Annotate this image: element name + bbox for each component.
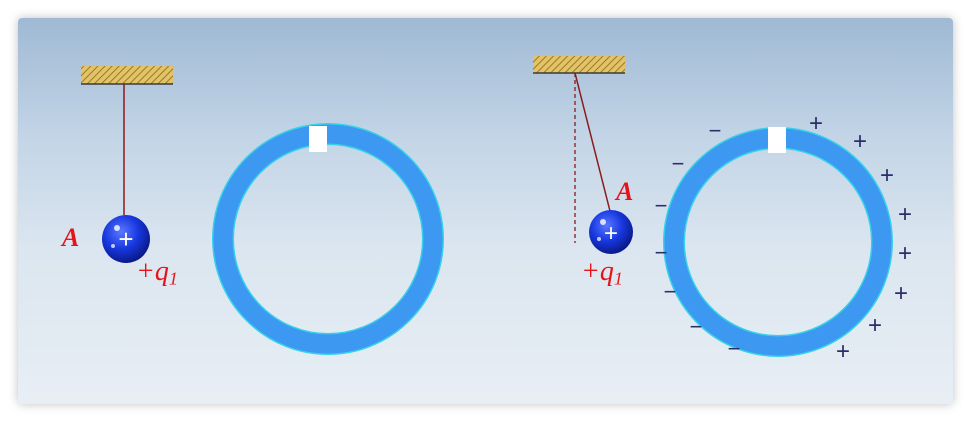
minus-sign: − (690, 314, 703, 339)
minus-sign: − (709, 118, 722, 143)
left-figure: + (81, 66, 444, 355)
shell-gap-right (768, 127, 786, 153)
minus-sign: − (728, 336, 741, 361)
induced-negative-charges: − − − − − − − (655, 118, 741, 361)
ball-label-left: A (62, 223, 80, 252)
ceiling-support-right (533, 56, 625, 73)
ball-label-right: A (616, 177, 634, 206)
charge-label-left-subscript: 1 (168, 268, 178, 289)
plus-sign: + (836, 338, 850, 365)
ceiling-support-left (81, 66, 173, 84)
right-figure: + − − − − − − − (533, 56, 912, 365)
charge-label-right: +q1 (581, 258, 623, 288)
minus-sign: − (655, 193, 668, 218)
charge-label-left: +q1 (136, 258, 178, 288)
induced-positive-charges: + + + + + + + + (809, 110, 912, 365)
plus-sign: + (898, 201, 912, 228)
plus-sign: + (894, 280, 908, 307)
plus-sign: + (868, 312, 882, 339)
charge-label-right-subscript: 1 (613, 268, 623, 289)
minus-sign: − (655, 240, 668, 265)
diagram-panel: + + (18, 18, 953, 404)
charge-label-left-text: +q (136, 256, 169, 287)
plus-sign: + (898, 240, 912, 267)
shell-gap-left (309, 126, 327, 152)
conducting-shell-left (212, 123, 444, 355)
diagram-canvas: + + (81, 56, 912, 365)
minus-sign: − (664, 279, 677, 304)
charge-label-right-text: +q (581, 256, 614, 287)
ball-sign-right: + (604, 220, 618, 247)
charged-ball-right: + (589, 210, 633, 254)
plus-sign: + (809, 110, 823, 137)
conducting-shell-right (663, 127, 893, 357)
plus-sign: + (880, 162, 894, 189)
ball-sign-left: + (118, 224, 133, 254)
minus-sign: − (672, 151, 685, 176)
string-right-deflected (574, 72, 612, 216)
plus-sign: + (853, 128, 867, 155)
charged-ball-left: + (102, 215, 150, 263)
